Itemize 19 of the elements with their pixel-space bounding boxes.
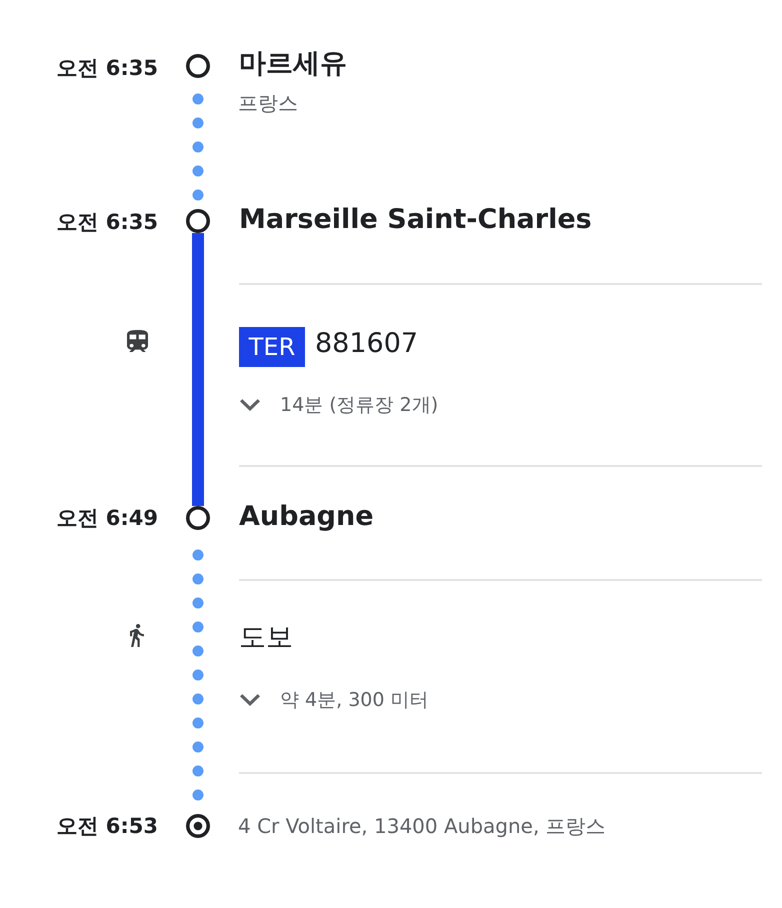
- address: 4 Cr Voltaire, 13400 Aubagne, 프랑스: [238, 813, 606, 839]
- stop-time: 오전 6:53: [56, 813, 158, 840]
- stop-circle: [186, 506, 210, 530]
- destination-marker: [186, 814, 210, 838]
- country-name: 프랑스: [238, 90, 298, 116]
- stop-name: Marseille Saint-Charles: [239, 203, 592, 237]
- transit-line: [192, 233, 204, 506]
- stop-name: 마르세유: [239, 47, 347, 81]
- stop-time: 오전 6:35: [56, 209, 158, 236]
- stop-circle: [186, 54, 210, 78]
- stop-time: 오전 6:35: [56, 55, 158, 82]
- stop-circle: [186, 209, 210, 233]
- train-number: 881607: [315, 327, 418, 361]
- stop-time: 오전 6:49: [56, 505, 158, 532]
- travel-mode: 도보: [239, 621, 293, 655]
- walk-duration: 약 4분, 300 미터: [280, 688, 429, 712]
- ride-duration: 14분 (정류장 2개): [280, 393, 438, 417]
- stop-name: Aubagne: [239, 500, 374, 534]
- train-line-badge: TER: [239, 327, 305, 367]
